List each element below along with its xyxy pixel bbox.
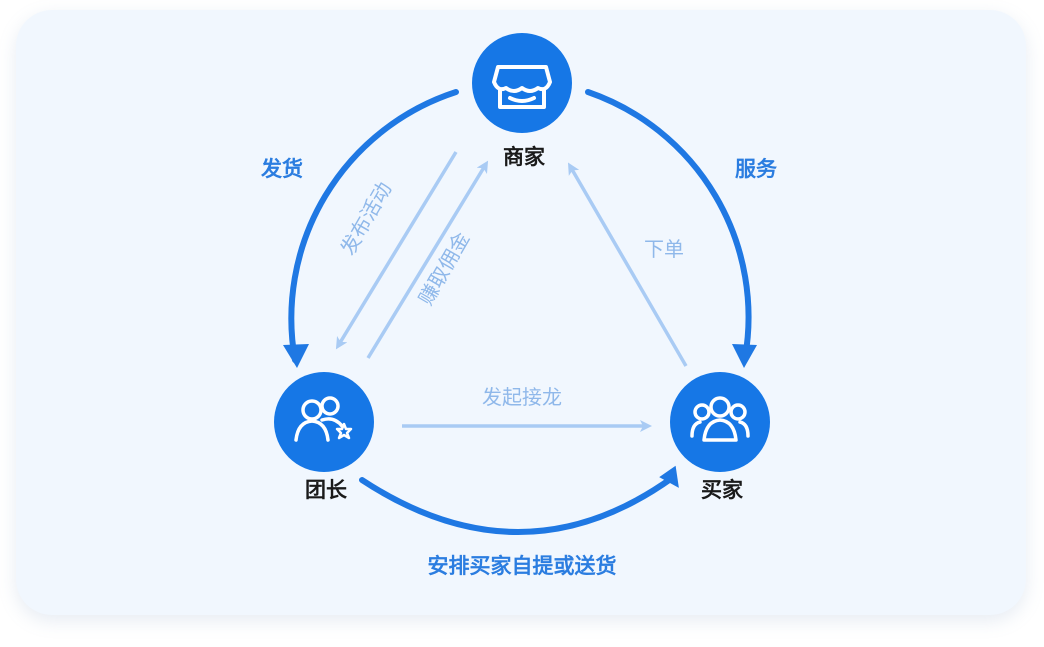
node-merchant: 商家: [472, 33, 572, 169]
arrow-merchant-to-leader-head: [283, 344, 309, 368]
label-service: 服务: [735, 157, 778, 181]
label-place-order: 下单: [644, 237, 684, 261]
arrow-post-activity: [335, 151, 458, 350]
node-merchant-label: 商家: [503, 145, 546, 169]
arrow-earn-commission: [366, 160, 489, 359]
label-ship: 发货: [260, 157, 303, 181]
arrow-leader-to-buyer: [359, 475, 675, 535]
group-star-icon: [294, 396, 353, 442]
label-post-activity: 发布活动: [336, 178, 397, 259]
arrow-leader-to-buyer-head: [659, 465, 679, 488]
storefront-icon: [492, 65, 552, 109]
arrow-merchant-to-buyer-head: [732, 344, 757, 368]
arrow-merchant-to-buyer: [585, 89, 752, 361]
group-users-icon: [690, 396, 750, 442]
node-leader-label: 团长: [305, 478, 348, 502]
node-buyer: 买家: [670, 372, 770, 502]
label-arrange-pickup: 安排买家自提或送货: [428, 554, 617, 578]
label-start-relay: 发起接龙: [482, 385, 562, 409]
node-leader: 团长: [274, 372, 374, 502]
arrow-place-order: [567, 162, 688, 367]
arrow-merchant-to-leader: [288, 89, 459, 363]
node-buyer-label: 买家: [701, 478, 744, 502]
